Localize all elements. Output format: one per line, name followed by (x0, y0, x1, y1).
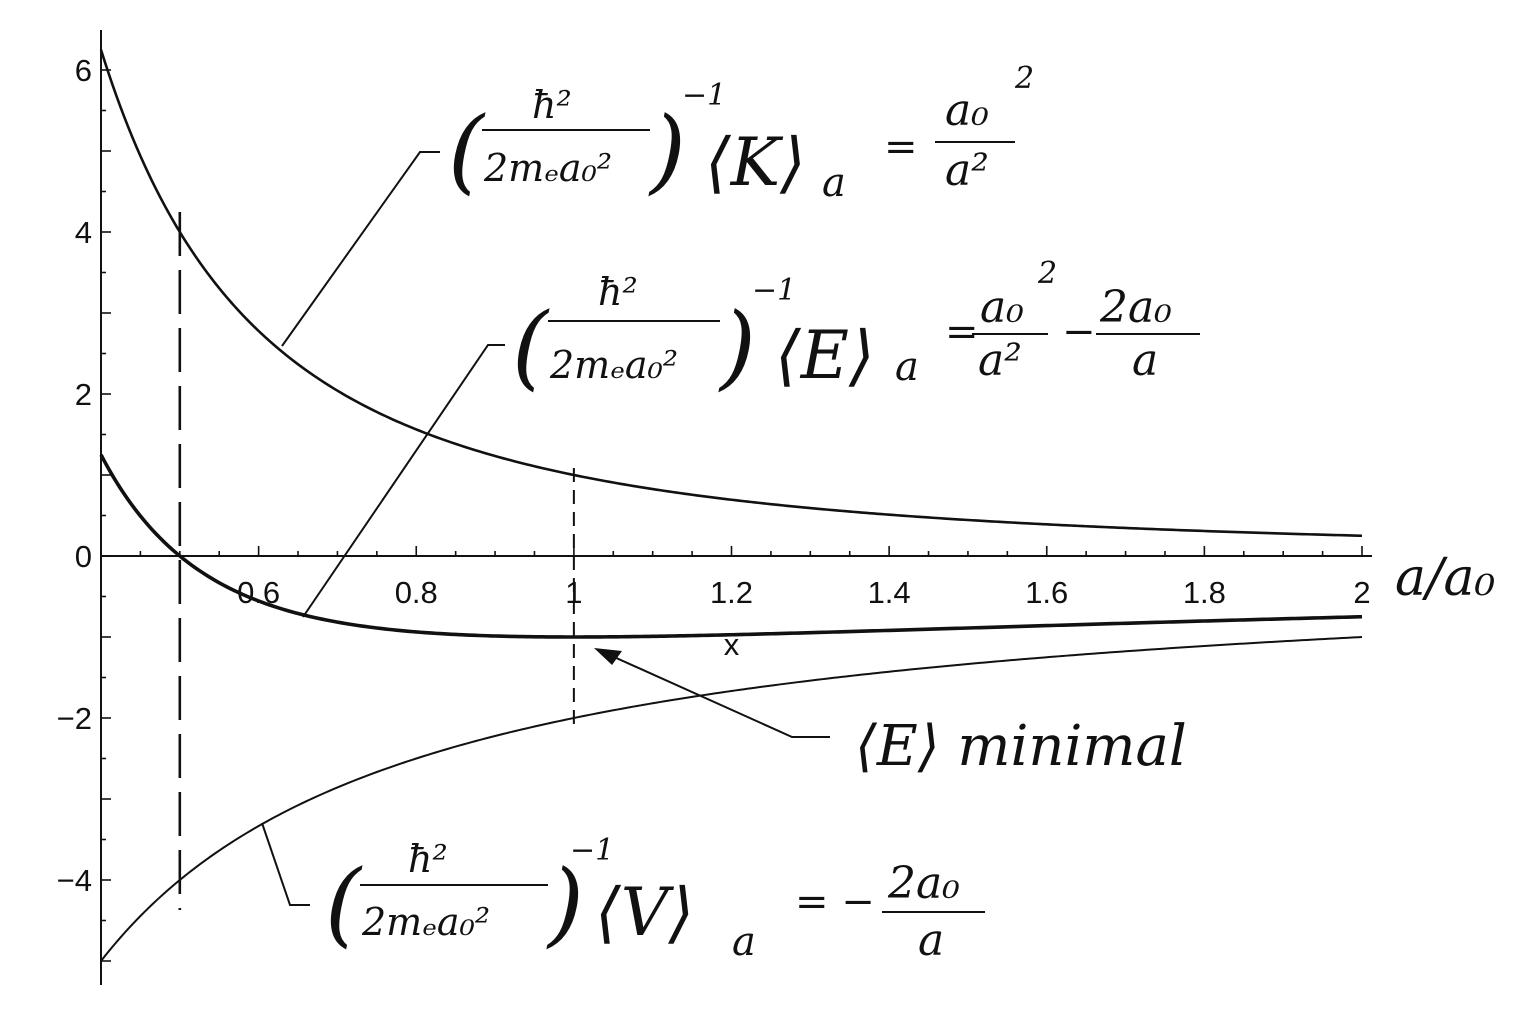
k-annotation: ( ħ² 2mₑa₀² ) −1 ⟨K⟩ a = a₀ 2 a² (281, 61, 1034, 347)
v-prefactor-exp: −1 (570, 833, 614, 868)
e-subscript: a (895, 344, 919, 390)
e-rhs-1-num: a₀ (980, 282, 1024, 333)
marker-x: x (724, 627, 740, 662)
v-leader-line (261, 822, 310, 906)
e-paren-right: ) (718, 293, 756, 400)
x-tick-label: 2 (1353, 575, 1370, 610)
y-ticks: 6 4 2 0 −2 −4 (57, 53, 111, 962)
e-bracket: ⟨E⟩ (775, 317, 875, 394)
y-tick-label: −2 (57, 701, 92, 736)
v-paren-left: ( (325, 850, 363, 957)
v-paren-right: ) (546, 850, 584, 957)
x-tick-label: 1.6 (1025, 575, 1068, 610)
v-subscript: a (732, 919, 756, 965)
y-tick-label: −4 (57, 863, 92, 898)
x-ticks: 0.6 0.8 1 1.2 1.4 1.6 1.8 2 (139, 546, 1371, 610)
x-tick-label: 0.8 (395, 575, 438, 610)
x-tick-label: 1 (565, 575, 582, 610)
series-k-line (99, 49, 1363, 538)
v-prefactor-num: ħ² (408, 837, 448, 881)
e-annotation: ( ħ² 2mₑa₀² ) −1 ⟨E⟩ a = a₀ 2 a² − 2a₀ a (302, 256, 1200, 618)
k-leader-line (281, 151, 440, 347)
e-prefactor-den: 2mₑa₀² (549, 343, 678, 387)
emin-arrow-line (602, 651, 830, 738)
v-rhs-prefix: = − (795, 879, 875, 925)
e-leader-line (302, 344, 505, 618)
k-paren-right: ) (648, 97, 686, 204)
k-equals: = (884, 124, 918, 170)
v-prefactor-den: 2mₑa₀² (361, 900, 490, 944)
e-prefactor-num: ħ² (598, 270, 638, 314)
x-tick-label: 1.2 (710, 575, 753, 610)
x-tick-label: 1.8 (1183, 575, 1226, 610)
v-annotation: ( ħ² 2mₑa₀² ) −1 ⟨V⟩ a = − 2a₀ a (261, 822, 985, 966)
x-tick-label: 1.4 (868, 575, 911, 610)
y-tick-label: 4 (75, 215, 92, 250)
e-prefactor-exp: −1 (752, 273, 796, 308)
e-equals: = (945, 309, 979, 355)
k-bracket: ⟨K⟩ (705, 124, 806, 201)
vertical-markers: x (178, 212, 740, 910)
k-rhs-num-exp: 2 (1014, 61, 1034, 96)
k-paren-left: ( (448, 97, 486, 204)
v-rhs-den: a (918, 915, 944, 966)
y-tick-label: 2 (75, 377, 92, 412)
curves (99, 49, 1363, 962)
x-tick-label: 0.6 (237, 575, 280, 610)
series-v-line (100, 636, 1363, 962)
e-rhs-1-num-exp: 2 (1037, 256, 1057, 291)
e-paren-left: ( (512, 293, 550, 400)
emin-arrowhead (594, 648, 622, 665)
x-axis-label: a/a₀ (1395, 548, 1496, 608)
k-rhs-den: a² (945, 145, 989, 196)
k-prefactor-num: ħ² (532, 83, 572, 127)
y-tick-label: 0 (75, 539, 92, 574)
e-rhs-1-den: a² (978, 335, 1022, 386)
emin-label: ⟨E⟩ minimal (855, 714, 1187, 779)
k-prefactor-den: 2mₑa₀² (483, 146, 612, 190)
e-rhs-minus: − (1062, 309, 1096, 355)
v-rhs-num: 2a₀ (887, 858, 960, 909)
e-rhs-2-num: 2a₀ (1099, 282, 1172, 333)
emin-annotation: ⟨E⟩ minimal (594, 648, 1187, 779)
series-e-line (99, 453, 1363, 639)
k-rhs-num: a₀ (945, 85, 989, 136)
k-prefactor-exp: −1 (682, 78, 726, 113)
e-rhs-2-den: a (1132, 335, 1158, 386)
y-tick-label: 6 (75, 53, 92, 88)
v-bracket: ⟨V⟩ (595, 874, 694, 951)
k-subscript: a (822, 160, 846, 206)
